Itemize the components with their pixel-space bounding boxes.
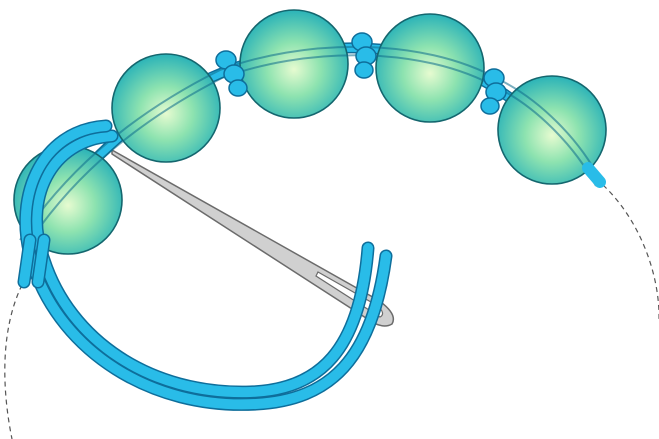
cord-end-right: [588, 168, 600, 182]
bead-icon-4: [376, 14, 484, 122]
bead-icon-2: [112, 54, 220, 162]
bead-icon-3: [240, 10, 348, 118]
needle-icon: [112, 150, 393, 326]
knot-icon-2: [352, 33, 376, 78]
